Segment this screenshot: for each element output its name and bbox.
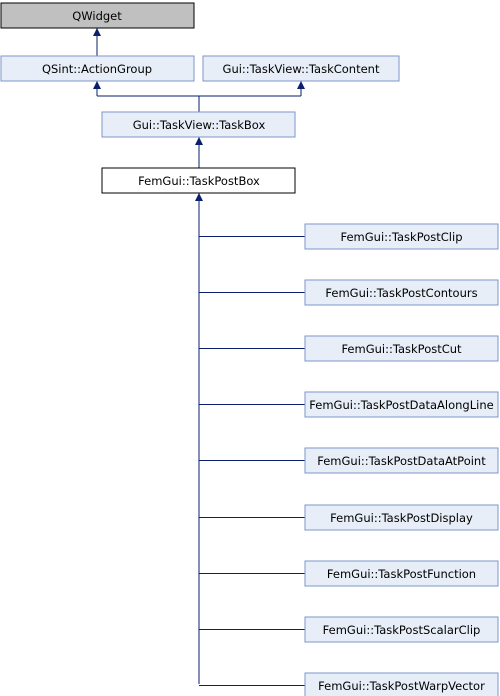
- node-qwidget[interactable]: QWidget: [0, 2, 195, 29]
- node-taskpostbox-label: FemGui::TaskPostBox: [138, 174, 260, 188]
- derived-nodes: FemGui::TaskPostClipFemGui::TaskPostCont…: [304, 223, 499, 696]
- node-taskpostscalarclip-label: FemGui::TaskPostScalarClip: [323, 623, 481, 637]
- node-qwidget-label: QWidget: [72, 9, 122, 23]
- node-taskpostfunction[interactable]: FemGui::TaskPostFunction: [304, 560, 499, 587]
- node-taskpostclip[interactable]: FemGui::TaskPostClip: [304, 223, 499, 250]
- inheritance-edges: [93, 28, 305, 686]
- node-taskpostclip-label: FemGui::TaskPostClip: [340, 230, 462, 244]
- node-taskpostcontours-label: FemGui::TaskPostContours: [325, 286, 477, 300]
- node-actiongroup[interactable]: QSint::ActionGroup: [0, 55, 195, 82]
- node-taskpostdisplay-label: FemGui::TaskPostDisplay: [330, 511, 473, 525]
- node-taskpostcut-label: FemGui::TaskPostCut: [341, 342, 462, 356]
- node-taskpostdisplay[interactable]: FemGui::TaskPostDisplay: [304, 504, 499, 531]
- node-taskpostcontours[interactable]: FemGui::TaskPostContours: [304, 279, 499, 306]
- node-taskcontent-label: Gui::TaskView::TaskContent: [223, 62, 380, 76]
- node-taskbox[interactable]: Gui::TaskView::TaskBox: [101, 111, 296, 138]
- derived-branches: [199, 236, 305, 686]
- node-taskpostfunction-label: FemGui::TaskPostFunction: [327, 567, 476, 581]
- node-taskpostwarpvector[interactable]: FemGui::TaskPostWarpVector: [304, 672, 499, 696]
- node-taskpostcut[interactable]: FemGui::TaskPostCut: [304, 335, 499, 362]
- node-taskpostbox[interactable]: FemGui::TaskPostBox: [101, 167, 296, 194]
- node-taskpostdataalongline-label: FemGui::TaskPostDataAlongLine: [309, 398, 493, 412]
- node-actiongroup-label: QSint::ActionGroup: [42, 62, 152, 76]
- node-taskpostdataatpoint-label: FemGui::TaskPostDataAtPoint: [317, 454, 486, 468]
- node-taskpostwarpvector-label: FemGui::TaskPostWarpVector: [318, 679, 485, 693]
- node-taskpostdataatpoint[interactable]: FemGui::TaskPostDataAtPoint: [304, 447, 499, 474]
- node-taskbox-label: Gui::TaskView::TaskBox: [133, 118, 266, 132]
- node-taskpostdataalongline[interactable]: FemGui::TaskPostDataAlongLine: [304, 391, 499, 418]
- node-taskcontent[interactable]: Gui::TaskView::TaskContent: [202, 55, 400, 82]
- node-taskpostscalarclip[interactable]: FemGui::TaskPostScalarClip: [304, 616, 499, 643]
